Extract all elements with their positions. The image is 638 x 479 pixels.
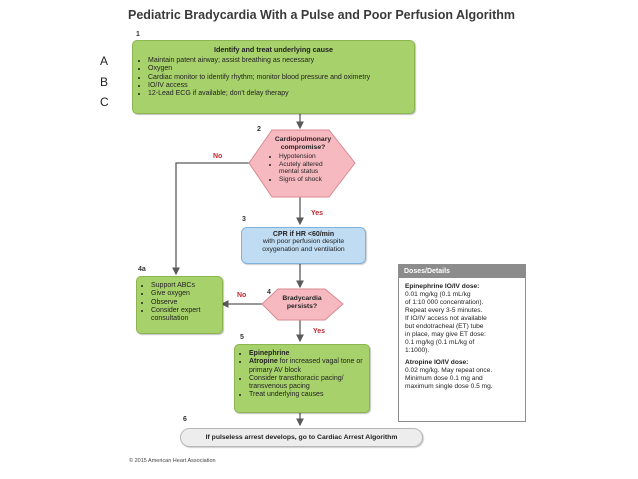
list-item: Maintain patent airway; assist breathing… <box>148 57 414 65</box>
atropine-dose-heading: Atropine IO/IV dose: <box>405 359 469 366</box>
step-number-6: 6 <box>183 416 187 423</box>
dose-line: Repeat every 3-5 minutes. <box>405 307 483 314</box>
decision-2-shape <box>248 129 356 198</box>
side-label-c: C <box>100 95 109 109</box>
box-6-text: If pulseless arrest develops, go to Card… <box>205 434 398 441</box>
item-detail: Consider transthoracic pacing/ transveno… <box>249 374 344 391</box>
list-item: Signs of shock <box>279 176 343 184</box>
list-item: Oxygen <box>148 65 414 73</box>
dose-line: 0.1 mg/kg (0.1 mL/kg of <box>405 339 475 346</box>
label-yes-2: Yes <box>313 328 326 335</box>
dose-line: in place, may give ET dose: <box>405 331 486 338</box>
list-item: Acutely altered mental status <box>279 161 327 176</box>
item-detail: for increased vagal tone or primary AV b… <box>249 358 363 374</box>
decision-4-text: Bradycardia persists? <box>270 295 334 311</box>
step-number-3: 3 <box>242 216 246 223</box>
copyright-notice: © 2015 American Heart Association <box>129 458 216 464</box>
box-identify-treat-cause: Identify and treat underlying cause Main… <box>132 40 415 114</box>
dose-line: 0.02 mg/kg. May repeat once. <box>405 367 493 374</box>
arrow-2-no <box>172 162 255 276</box>
list-item: 12-Lead ECG if available; don't delay th… <box>148 90 414 98</box>
step-number-5: 5 <box>240 334 244 341</box>
list-item: Hypotension <box>279 153 343 161</box>
box-4a-list: Support ABCs Give oxygen Observe Conside… <box>142 282 222 323</box>
label-yes-1: Yes <box>311 210 324 217</box>
box-3-line-1: CPR if HR <60/min <box>272 231 335 238</box>
doses-body: Epinephrine IO/IV dose: 0.01 mg/kg (0.1 … <box>399 278 525 394</box>
dose-line: If IO/IV access not available <box>405 315 487 322</box>
list-item: Epinephrine <box>249 350 366 358</box>
box-5-list: Epinephrine Atropine for increased vagal… <box>240 350 369 400</box>
doses-details-panel: Doses/Details Epinephrine IO/IV dose: 0.… <box>398 264 526 422</box>
box-3-line-2: with poor perfusion despite <box>262 238 345 245</box>
doses-header: Doses/Details <box>399 265 525 278</box>
box-1-list: Maintain patent airway; assist breathing… <box>139 57 414 98</box>
list-item: Give oxygen <box>151 290 222 298</box>
step-number-4: 4 <box>267 289 271 296</box>
item-drug-name: Epinephrine <box>249 350 290 357</box>
box-drug-therapy: Epinephrine Atropine for increased vagal… <box>234 344 370 413</box>
dose-line: but endotracheal (ET) tube <box>405 323 484 330</box>
box-cpr: CPR if HR <60/min with poor perfusion de… <box>241 227 366 264</box>
list-item: Support ABCs <box>151 282 222 290</box>
decision-4-shape <box>261 288 344 321</box>
decision-2-list: Hypotension Acutely altered mental statu… <box>263 153 343 183</box>
dose-line: of 1:10 000 concentration). <box>405 299 484 306</box>
item-detail: Treat underlying causes <box>249 391 324 399</box>
label-no-1: No <box>213 153 223 160</box>
box-support-abcs: Support ABCs Give oxygen Observe Conside… <box>136 276 223 334</box>
list-item: Atropine for increased vagal tone or pri… <box>249 358 366 375</box>
dose-line: Minimum dose 0.1 mg and <box>405 375 483 382</box>
list-item: Cardiac monitor to identify rhythm; moni… <box>148 74 414 82</box>
list-item: IO/IV access <box>148 82 414 90</box>
dose-line: 0.01 mg/kg (0.1 mL/kg <box>405 291 471 298</box>
decision-4-line-2: persists? <box>286 303 318 310</box>
decision-2-text: Cardiopulmonary compromise? Hypotension … <box>263 136 343 183</box>
decision-4-line-1: Bradycardia <box>282 295 322 302</box>
step-number-2: 2 <box>257 126 261 133</box>
item-drug-name: Atropine <box>249 358 278 366</box>
page-title: Pediatric Bradycardia With a Pulse and P… <box>128 8 516 22</box>
box-1-heading: Identify and treat underlying cause <box>213 45 334 54</box>
side-label-b: B <box>100 75 109 89</box>
list-item: Treat underlying causes <box>249 391 366 399</box>
list-item: Consider expert consultation <box>151 307 222 324</box>
box-pulseless-arrest: If pulseless arrest develops, go to Card… <box>180 428 423 447</box>
dose-line: 1:1000). <box>405 347 430 354</box>
decision-2-line-2: compromise? <box>280 144 326 151</box>
label-no-2: No <box>237 292 247 299</box>
box-3-line-3: oxygenation and ventilation <box>262 246 345 253</box>
list-item: Consider transthoracic pacing/ transveno… <box>249 375 366 392</box>
dose-line: maximum single dose 0.5 mg. <box>405 383 493 390</box>
step-number-1: 1 <box>136 31 140 38</box>
decision-2-line-1: Cardiopulmonary <box>274 136 332 143</box>
epinephrine-dose-heading: Epinephrine IO/IV dose: <box>405 283 480 290</box>
side-label-a: A <box>100 54 109 68</box>
list-item: Observe <box>151 299 222 307</box>
step-number-4a: 4a <box>138 266 146 273</box>
